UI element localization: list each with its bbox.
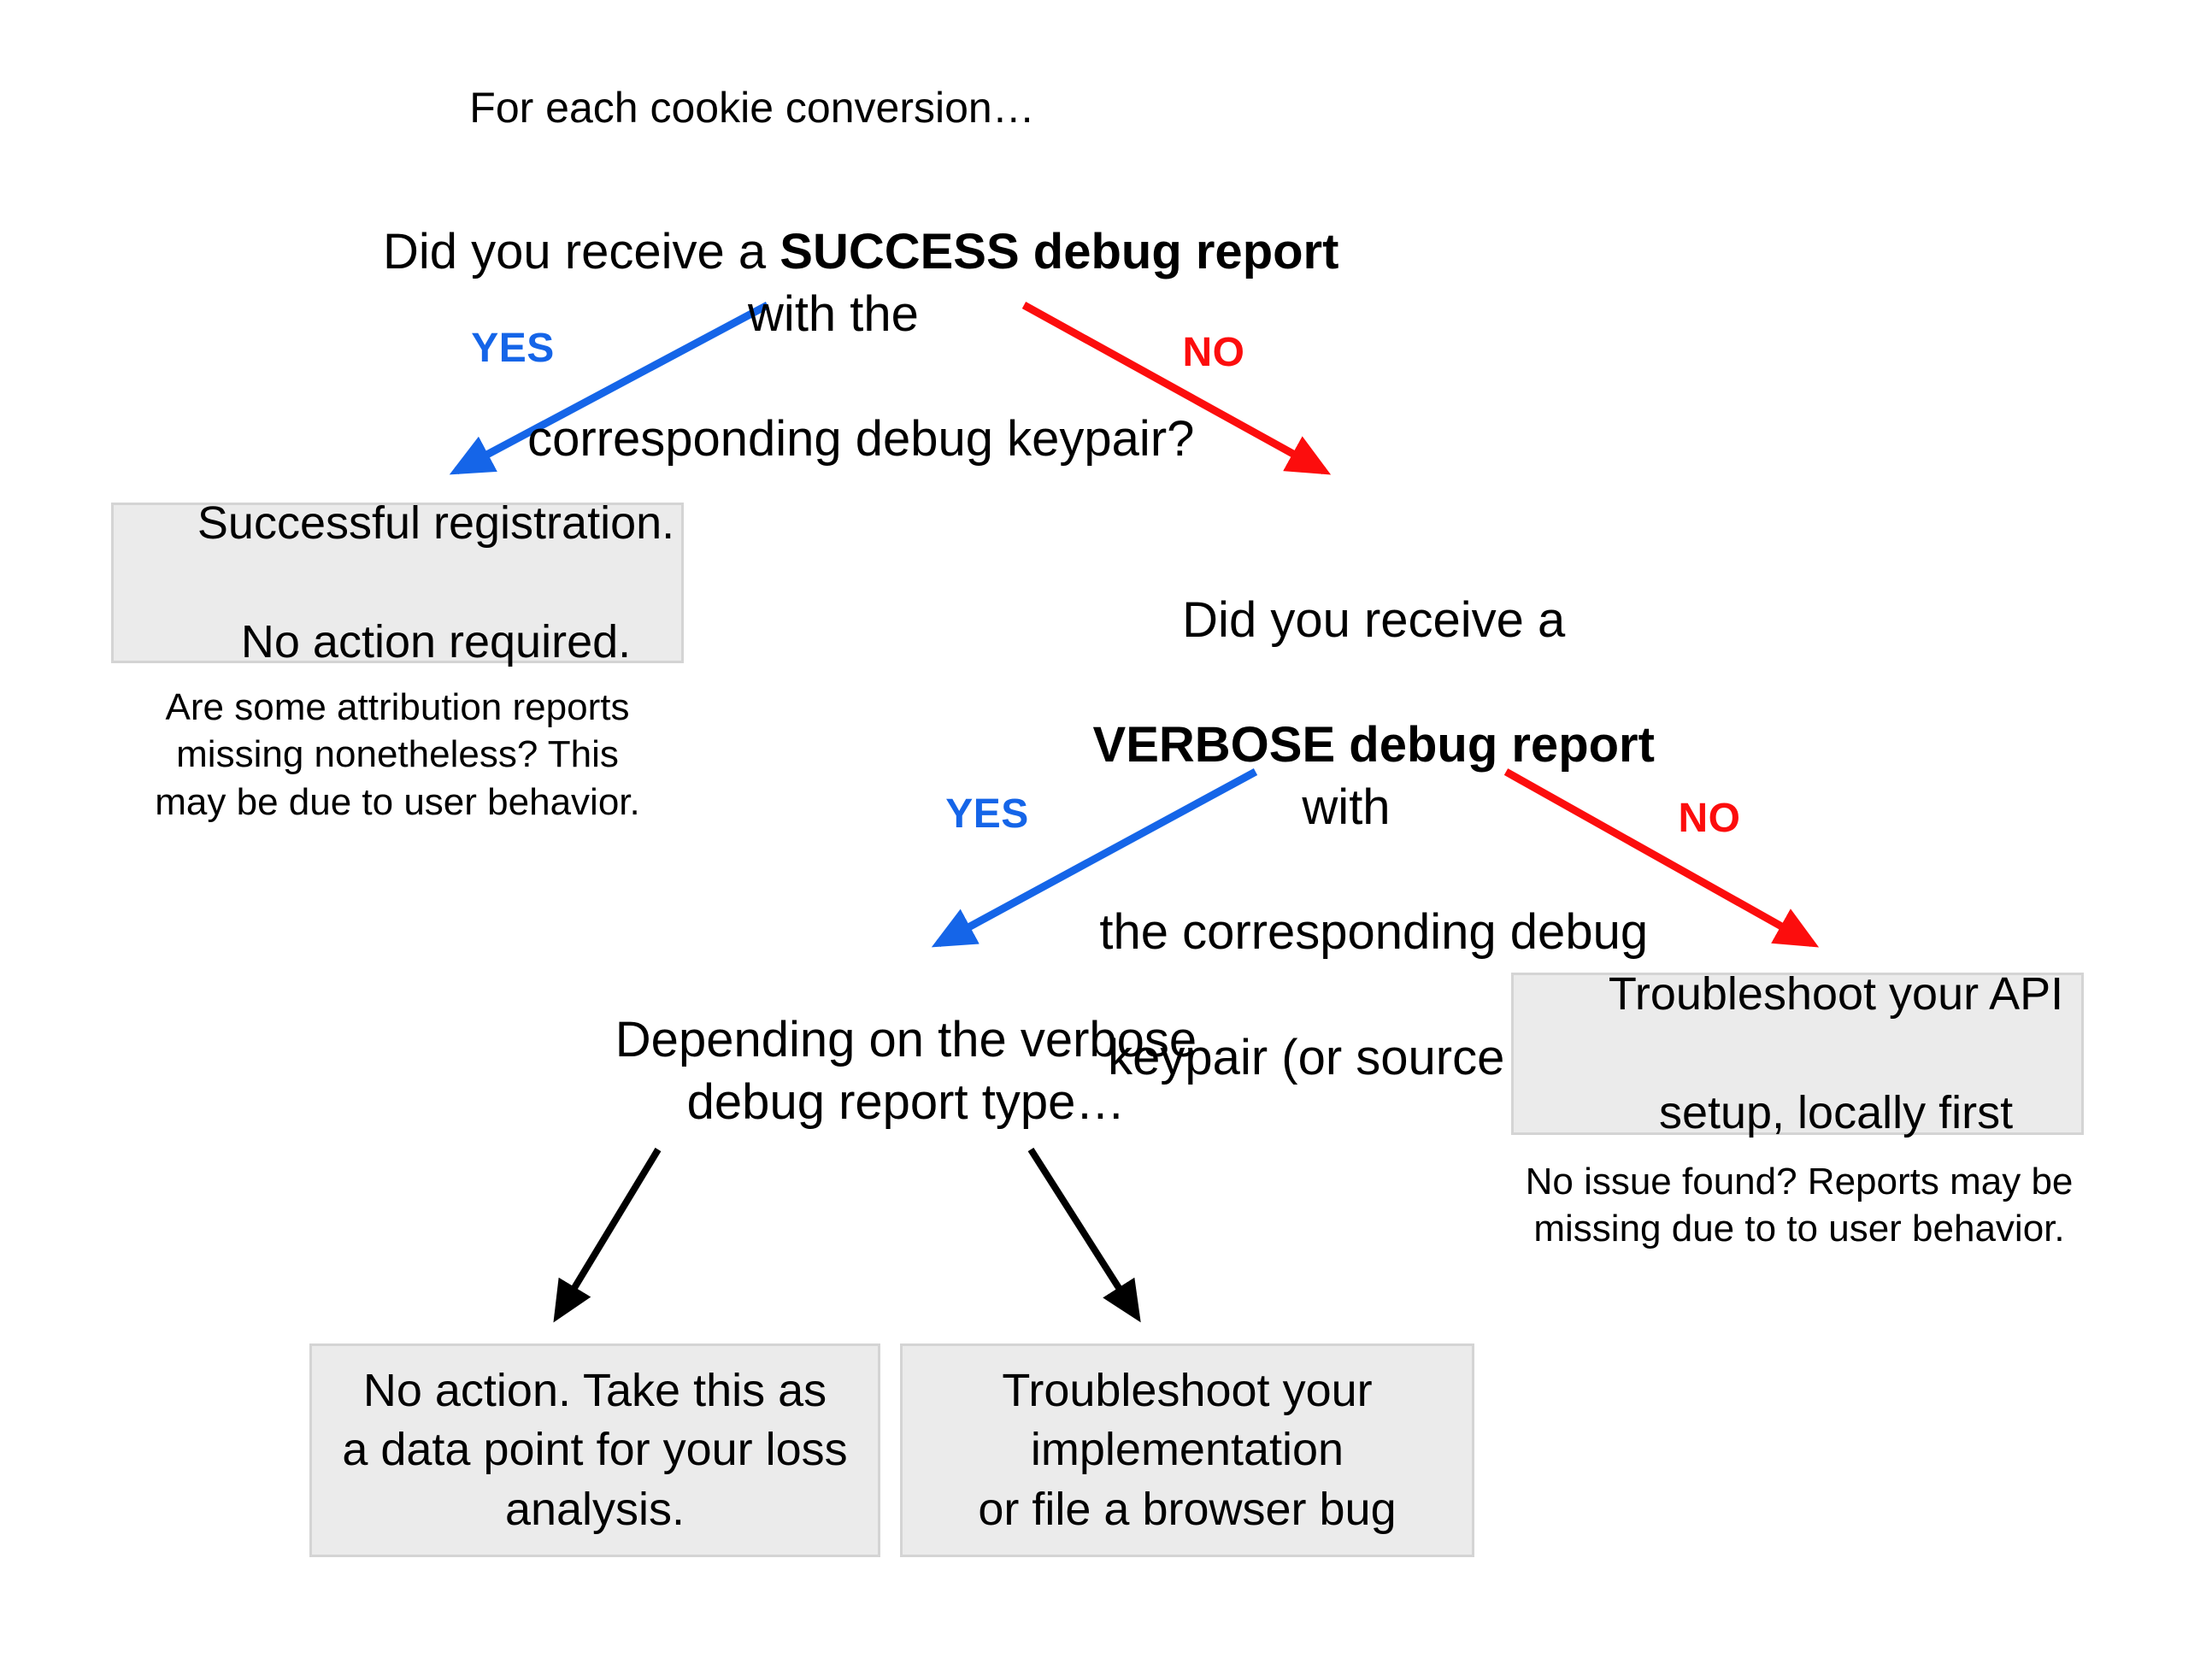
root-question-line1: Did you receive a SUCCESS debug report w… — [383, 224, 1353, 342]
success-registration-line1: Successful registration. — [197, 497, 675, 550]
verbose-question-line1: Did you receive a — [1182, 592, 1566, 649]
edge-label-verbose-yes: YES — [945, 791, 1029, 837]
root-question-prefix: Did you receive a — [383, 224, 780, 280]
troubleshoot-implementation-box[interactable]: Troubleshoot your implementation or file… — [900, 1343, 1474, 1557]
verbose-question-line2-suffix: with — [1302, 717, 1669, 836]
page-title: For each cookie conversion… — [469, 84, 1035, 132]
troubleshoot-api-text: Troubleshoot your API setup, locally fir… — [1532, 906, 2063, 1202]
edge-label-root-yes: YES — [471, 326, 555, 371]
root-question-line2: corresponding debug keypair? — [527, 411, 1195, 467]
success-registration-note: Are some attribution reports missing non… — [155, 686, 640, 823]
success-registration-text: Successful registration. No action requi… — [121, 435, 674, 731]
arrow-verbose-type-right — [1027, 1147, 1141, 1323]
root-question: Did you receive a SUCCESS debug report w… — [282, 158, 1385, 532]
edge-label-root-no: NO — [1182, 330, 1245, 375]
no-action-loss-analysis-text: No action. Take this as a data point for… — [342, 1365, 848, 1535]
verbose-question: Did you receive a VERBOSE debug report w… — [991, 526, 1701, 1151]
troubleshoot-api-box[interactable]: Troubleshoot your API setup, locally fir… — [1511, 968, 2084, 1138]
troubleshoot-implementation-text: Troubleshoot your implementation or file… — [978, 1365, 1397, 1535]
success-registration-line2: No action required. — [240, 615, 632, 667]
root-question-suffix: with the — [748, 224, 1353, 343]
verbose-question-line2: VERBOSE debug report with — [1093, 717, 1669, 835]
arrow-verbose-type-left — [553, 1147, 662, 1323]
verbose-question-line3: the corresponding debug — [1099, 904, 1649, 961]
root-question-bold: SUCCESS debug report — [779, 224, 1339, 280]
troubleshoot-api-line2: setup, locally first — [1658, 1086, 2014, 1138]
success-registration-box[interactable]: Successful registration. No action requi… — [111, 497, 684, 667]
no-action-loss-analysis-box[interactable]: No action. Take this as a data point for… — [309, 1343, 880, 1557]
troubleshoot-api-note: No issue found? Reports may be missing d… — [1525, 1161, 2074, 1250]
edge-label-verbose-no: NO — [1678, 796, 1741, 841]
verbose-report-type-text: Depending on the verbose debug report ty… — [615, 1012, 1197, 1131]
troubleshoot-api-line1: Troubleshoot your API — [1608, 968, 2064, 1020]
verbose-question-bold: VERBOSE debug report — [1092, 717, 1655, 773]
